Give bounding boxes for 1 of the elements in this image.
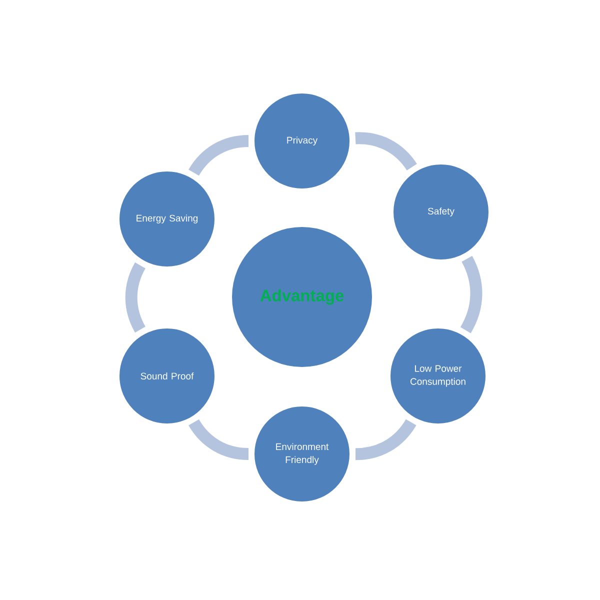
connector-arc xyxy=(460,256,482,334)
